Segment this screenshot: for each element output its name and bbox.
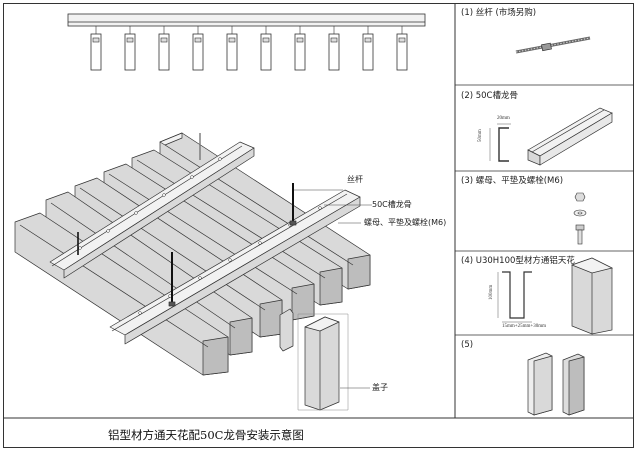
label-rod: 丝杆 <box>347 175 363 184</box>
panel-4-label: (4) U30H100型材方通铝天花 <box>461 256 575 266</box>
cap-pieces <box>279 308 340 411</box>
panel-5-caps <box>527 352 585 416</box>
isometric-assembly <box>14 132 372 411</box>
channel-back <box>49 141 255 279</box>
panel-2-label: (2) 50C槽龙骨 <box>461 91 518 101</box>
panel-1-label: (1) 丝杆 (市场另购) <box>461 8 537 18</box>
outer-border <box>3 3 634 448</box>
drawing-title: 铝型材方通天花配50C龙骨安装示意图 <box>108 428 304 442</box>
panel-4-dim-width: 15mm+25mm+30mm <box>502 324 546 329</box>
panel-5-label: (5) <box>461 340 474 350</box>
panel-2-dim-width: 20mm <box>497 116 510 121</box>
top-elevation-beam <box>67 13 426 71</box>
label-cap: 盖子 <box>372 383 388 392</box>
panel-1-rod <box>515 36 591 54</box>
panel-4-profile <box>497 257 614 335</box>
threaded-rods <box>77 133 297 307</box>
leader-lines <box>294 189 372 389</box>
panel-3-hardware <box>573 192 587 245</box>
label-nut-washer-bolt: 螺母、平垫及螺栓(M6) <box>364 218 447 227</box>
panel-3-label: (3) 螺母、平垫及螺栓(M6) <box>461 176 564 186</box>
panel-2-dim-height: 50mm <box>478 129 483 142</box>
panel-2-channel <box>489 107 613 166</box>
label-channel: 50C槽龙骨 <box>372 200 412 209</box>
panel-4-dim-height: 100mm <box>489 284 494 300</box>
